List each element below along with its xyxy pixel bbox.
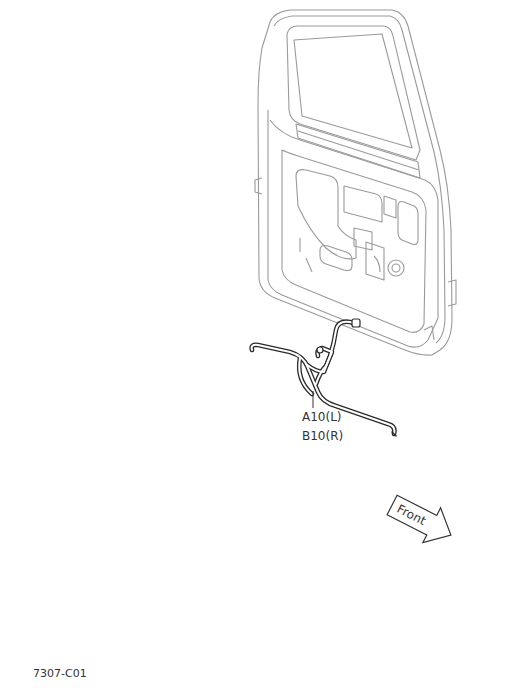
arrow-shape — [383, 488, 460, 553]
leader-line — [313, 391, 314, 408]
door-panel — [255, 10, 456, 355]
part-label: A10(L) — [302, 410, 342, 424]
direction-arrow: Front — [382, 487, 460, 553]
part-label: B10(R) — [302, 429, 343, 443]
figure-code: 7307-C01 — [33, 667, 87, 681]
wiring-harness — [252, 319, 396, 436]
